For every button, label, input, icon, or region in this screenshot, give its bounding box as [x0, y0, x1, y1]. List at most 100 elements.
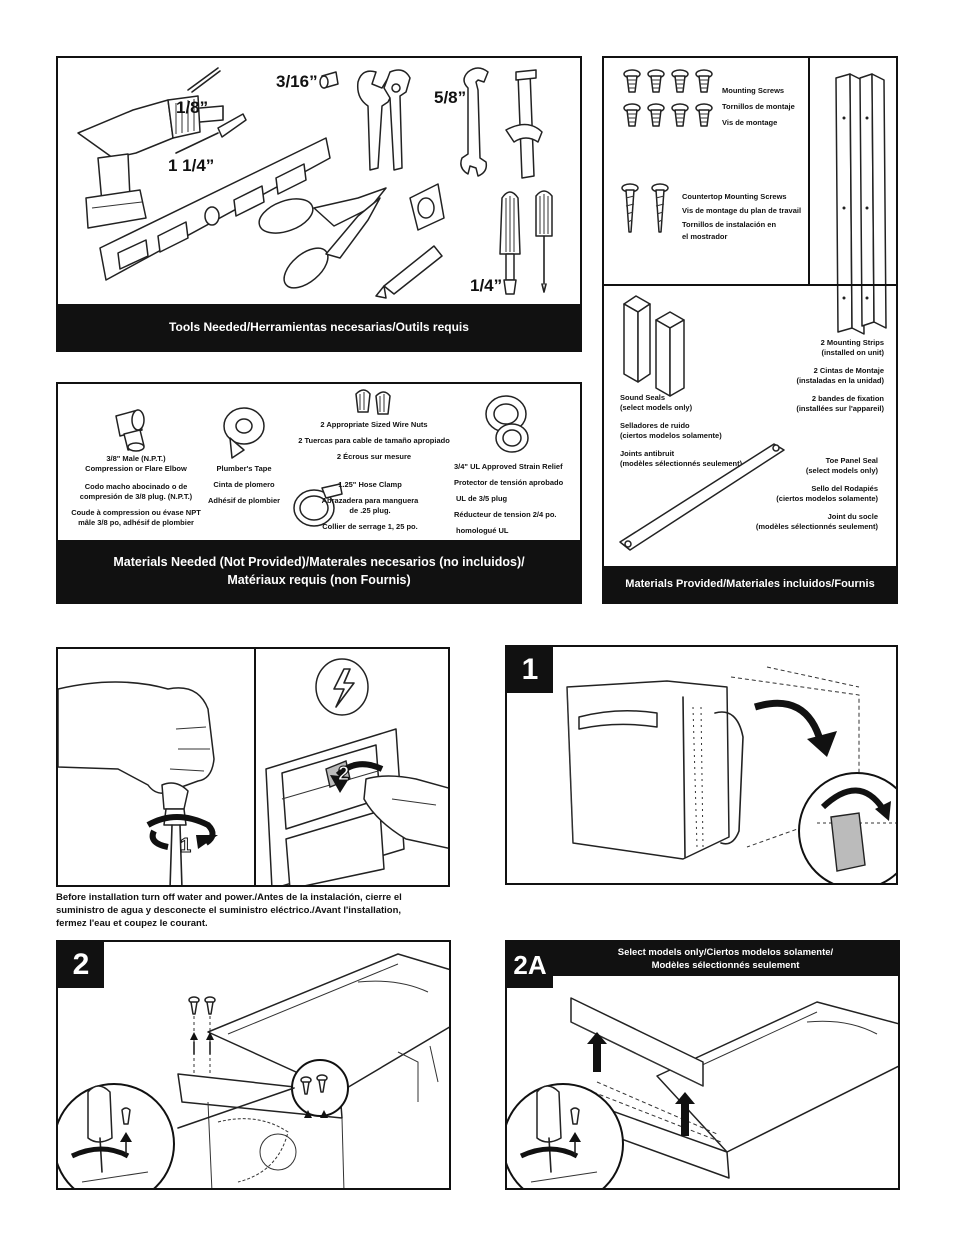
tape-en: Plumber's Tape: [216, 464, 272, 473]
mounting-screws-fr: Vis de montage: [722, 118, 778, 127]
basin-wrench-icon: [505, 69, 543, 179]
step-2-panel: 2: [56, 940, 451, 1190]
materials-provided-panel: Mounting Screws Tornillos de montaje Vis…: [602, 56, 898, 604]
tip-arrow-icon: [753, 699, 837, 757]
wire-nuts-icon: [355, 389, 391, 415]
screwdriver-phillips-icon: [535, 190, 553, 293]
step-2a-header: Select models only/Ciertos modelos solam…: [553, 942, 898, 976]
sound-seals-box: [604, 284, 896, 602]
shutoff-caption-line-3: fermez l'eau et coupez le courant.: [56, 918, 208, 930]
step-2-detail-circle-right: [177, 1059, 349, 1129]
elbow-fr-2: mâle 3/8 po, adhésif de plombier: [78, 518, 194, 527]
countertop-screws-fr: Vis de montage du plan de travail: [682, 206, 802, 215]
wire-nuts-fr: 2 Écrous sur mesure: [336, 452, 412, 461]
materials-provided-bar: Materials Provided/Materiales incluidos/…: [604, 566, 896, 602]
countertop-screws-en: Countertop Mounting Screws: [682, 192, 787, 201]
rotate-arrow-icon: [146, 814, 218, 850]
wire-nuts-en: 2 Appropriate Sized Wire Nuts: [320, 420, 428, 429]
elbow-fr-1: Coude à compression ou évase NPT: [71, 508, 201, 517]
materials-provided-title: Materials Provided/Materiales incluidos/…: [625, 578, 875, 590]
shutoff-caption-line-1: Before installation turn off water and p…: [56, 892, 402, 903]
toe-panel-seal-es-note: (ciertos modelos solamente): [776, 494, 878, 503]
step-2-number: 2: [58, 942, 104, 988]
open-end-wrench-icon: [460, 67, 489, 177]
shutoff-water-panel: 1: [56, 647, 256, 887]
sound-seals-en: Sound Seals: [620, 393, 666, 402]
sound-seals-fr: Joints antibruit: [620, 449, 675, 458]
step-2a-dishwasher-top: [586, 1001, 898, 1179]
countertop-screws-es: Tornillos de instalación en: [682, 220, 777, 229]
strain-relief-en: 3/4" UL Approved Strain Relief: [454, 462, 563, 471]
tape-fr: Adhésif de plombier: [207, 496, 281, 505]
mounting-screws-icon: [623, 69, 713, 127]
shutoff-caption: Before installation turn off water and p…: [56, 891, 402, 930]
step-1-detail-circle: [798, 772, 896, 883]
tape-measure-icon: [409, 183, 445, 231]
bit-size-3-16: 3/16”: [276, 72, 318, 91]
drill-bit-icon: [175, 67, 247, 154]
valve-callout-1: 1: [179, 835, 192, 858]
strain-relief-icon: [485, 395, 529, 453]
materials-needed-panel: 3/8" Male (N.P.T.) Compression or Flare …: [56, 382, 582, 604]
lift-arrows-icon: [587, 1032, 695, 1136]
sound-seals-icon: [623, 295, 685, 397]
countertop-screws-es-2: el mostrador: [682, 232, 728, 241]
lightning-icon: [315, 658, 369, 716]
strain-relief-fr-2: homologué UL: [456, 526, 509, 535]
switch-arrow-icon: [330, 761, 384, 793]
mounting-strips-fr-note: (installées sur l'appareil): [796, 404, 884, 413]
shutoff-power-panel: 2: [254, 647, 450, 887]
step-2a-header-line-1: Select models only/Ciertos modelos solam…: [617, 946, 834, 958]
sound-seals-es: Selladores de ruido: [620, 421, 690, 430]
elbow-es-1: Codo macho abocinado o de: [84, 482, 188, 491]
dishwasher-tip-icon: [566, 666, 860, 860]
utility-knife-icon: [375, 245, 443, 299]
sound-seals-fr-note: (modèles sélectionnés seulement): [620, 459, 743, 468]
mounting-strips-en-note: (installed on unit): [821, 348, 885, 357]
elbow-fitting-icon: [115, 409, 145, 452]
mounting-strips-icon: [835, 73, 887, 335]
wrench-icon: [356, 69, 411, 171]
mounting-screws-en: Mounting Screws: [722, 86, 785, 95]
materials-needed-title-1: Materials Needed (Not Provided)/Materale…: [113, 554, 525, 569]
sound-seals-es-note: (ciertos modelos solamente): [620, 431, 722, 440]
hose-clamp-es-2: de .25 plug.: [349, 506, 391, 515]
elbow-en-1: 3/8" Male (N.P.T.): [106, 454, 166, 463]
tape-es: Cinta de plomero: [213, 480, 275, 489]
mounting-strips-es: 2 Cintas de Montaje: [813, 366, 884, 375]
step-2a-panel: 2A Select models only/Ciertos modelos so…: [505, 940, 900, 1190]
wire-nuts-es: 2 Tuercas para cable de tamaño apropiado: [298, 436, 450, 445]
screwdriver-flat-icon: [499, 191, 521, 295]
toe-panel-seal-fr: Joint du socle: [827, 512, 878, 521]
step-2a-header-line-2: Modèles sélectionnés seulement: [651, 960, 800, 971]
materials-needed-bar: Materials Needed (Not Provided)/Materale…: [58, 540, 580, 602]
plumbers-tape-icon: [223, 407, 265, 459]
mounting-strips-es-note: (instaladas en la unidad): [796, 376, 884, 385]
screwdriver-size-1-4: 1/4”: [470, 276, 503, 295]
toe-panel-seal-en-note: (select models only): [805, 466, 878, 475]
tin-snips-icon: [258, 187, 387, 289]
switch-callout-2: 2: [337, 763, 350, 786]
toe-panel-seal-en: Toe Panel Seal: [825, 456, 878, 465]
toe-panel-seal-icon: [619, 443, 785, 551]
tools-needed-title: Tools Needed/Herramientas necesarias/Out…: [169, 320, 469, 334]
toe-panel-seal-fr-note: (modèles sélectionnés seulement): [755, 522, 878, 531]
bit-size-1-1-4: 1 1/4”: [168, 156, 215, 175]
tools-needed-bar: Tools Needed/Herramientas necesarias/Out…: [58, 304, 580, 350]
elbow-en-2: Compression or Flare Elbow: [85, 464, 187, 473]
screws-down-icon: [188, 996, 216, 1074]
hose-clamp-icon: [293, 483, 343, 527]
hose-clamp-fr: Collier de serrage 1, 25 po.: [322, 522, 418, 531]
step-1-number: 1: [507, 647, 553, 693]
countertop-screws-icon: [621, 183, 669, 233]
hose-clamp-en: 1.25" Hose Clamp: [338, 480, 402, 489]
wrench-size-5-8: 5/8”: [434, 88, 467, 107]
mounting-screws-es: Tornillos de montaje: [722, 102, 795, 111]
step-2-detail-circle-left: [58, 1083, 175, 1188]
screws-box: [604, 58, 810, 286]
elbow-es-2: compresión de 3/8 plug. (N.P.T.): [79, 492, 193, 501]
step-2a-number: 2A: [507, 942, 553, 988]
step-1-panel: 1: [505, 645, 898, 885]
mounting-strips-fr: 2 bandes de fixation: [811, 394, 884, 403]
materials-needed-title-2: Matériaux requis (non Fournis): [227, 573, 411, 587]
